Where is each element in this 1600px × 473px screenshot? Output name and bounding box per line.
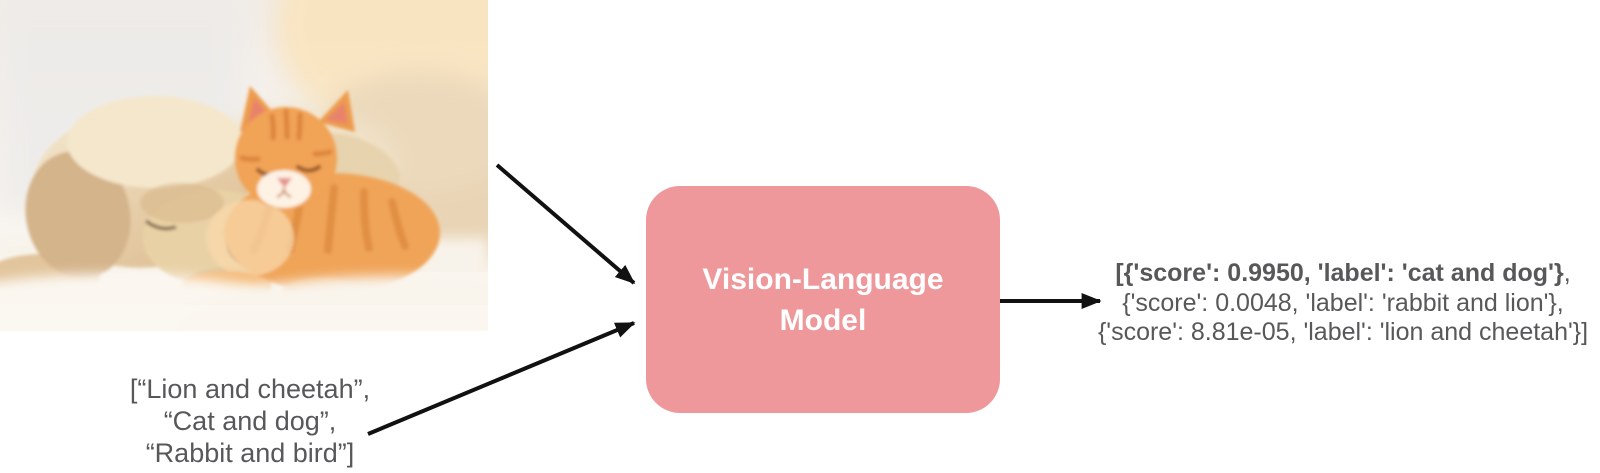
model-output-text: [{'score': 0.9950, 'label': 'cat and dog… — [1083, 259, 1600, 348]
arrow-labels-to-model — [367, 321, 636, 436]
candidate-labels-line1: [“Lion and cheetah”, — [129, 374, 371, 404]
candidate-labels-text: [“Lion and cheetah”, “Cat and dog”, “Rab… — [90, 373, 410, 469]
candidate-labels-line3: “Rabbit and bird”] — [145, 438, 355, 468]
output-line2: {'score': 0.0048, 'label': 'rabbit and l… — [1122, 288, 1564, 317]
model-box: Vision-Language Model — [646, 186, 1000, 413]
candidate-labels-line2: “Cat and dog”, — [163, 406, 337, 436]
model-label-line1: Vision-Language — [702, 262, 944, 296]
pets-photo-illustration — [0, 0, 488, 331]
input-image — [0, 0, 488, 331]
model-label-line2: Model — [779, 303, 867, 337]
output-line1-tail: , — [1563, 259, 1571, 287]
output-line3: {'score': 8.81e-05, 'label': 'lion and c… — [1097, 318, 1589, 346]
arrow-image-to-model — [495, 163, 636, 285]
output-line1: [{'score': 0.9950, 'label': 'cat and dog… — [1083, 259, 1600, 289]
output-line1-bold: [{'score': 0.9950, 'label': 'cat and dog… — [1115, 259, 1564, 287]
